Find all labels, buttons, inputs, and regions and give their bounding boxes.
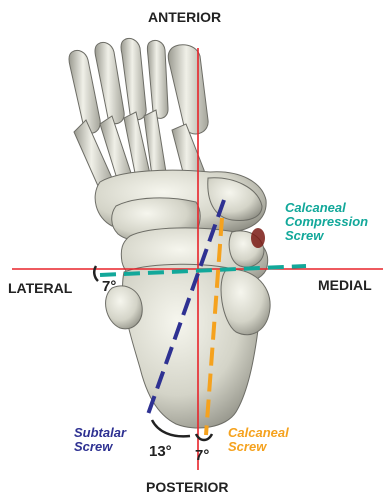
- lateral-label: LATERAL: [8, 281, 72, 295]
- compression-screw-label: Calcaneal Compression Screw: [285, 201, 368, 243]
- lesion-marker: [251, 228, 265, 248]
- subtalar-angle-label: 13°: [149, 444, 172, 459]
- posterior-label: POSTERIOR: [146, 480, 228, 494]
- medial-label: MEDIAL: [318, 278, 372, 292]
- calcaneal-screw-label: Calcaneal Screw: [228, 426, 289, 454]
- compression-angle-label: 7°: [102, 279, 116, 294]
- phalanges: [69, 38, 208, 134]
- anterior-label: ANTERIOR: [148, 10, 221, 24]
- calcaneus: [106, 264, 271, 428]
- calcaneal-angle-label: 7°: [195, 448, 209, 463]
- subtalar-screw-label: Subtalar Screw: [74, 426, 126, 454]
